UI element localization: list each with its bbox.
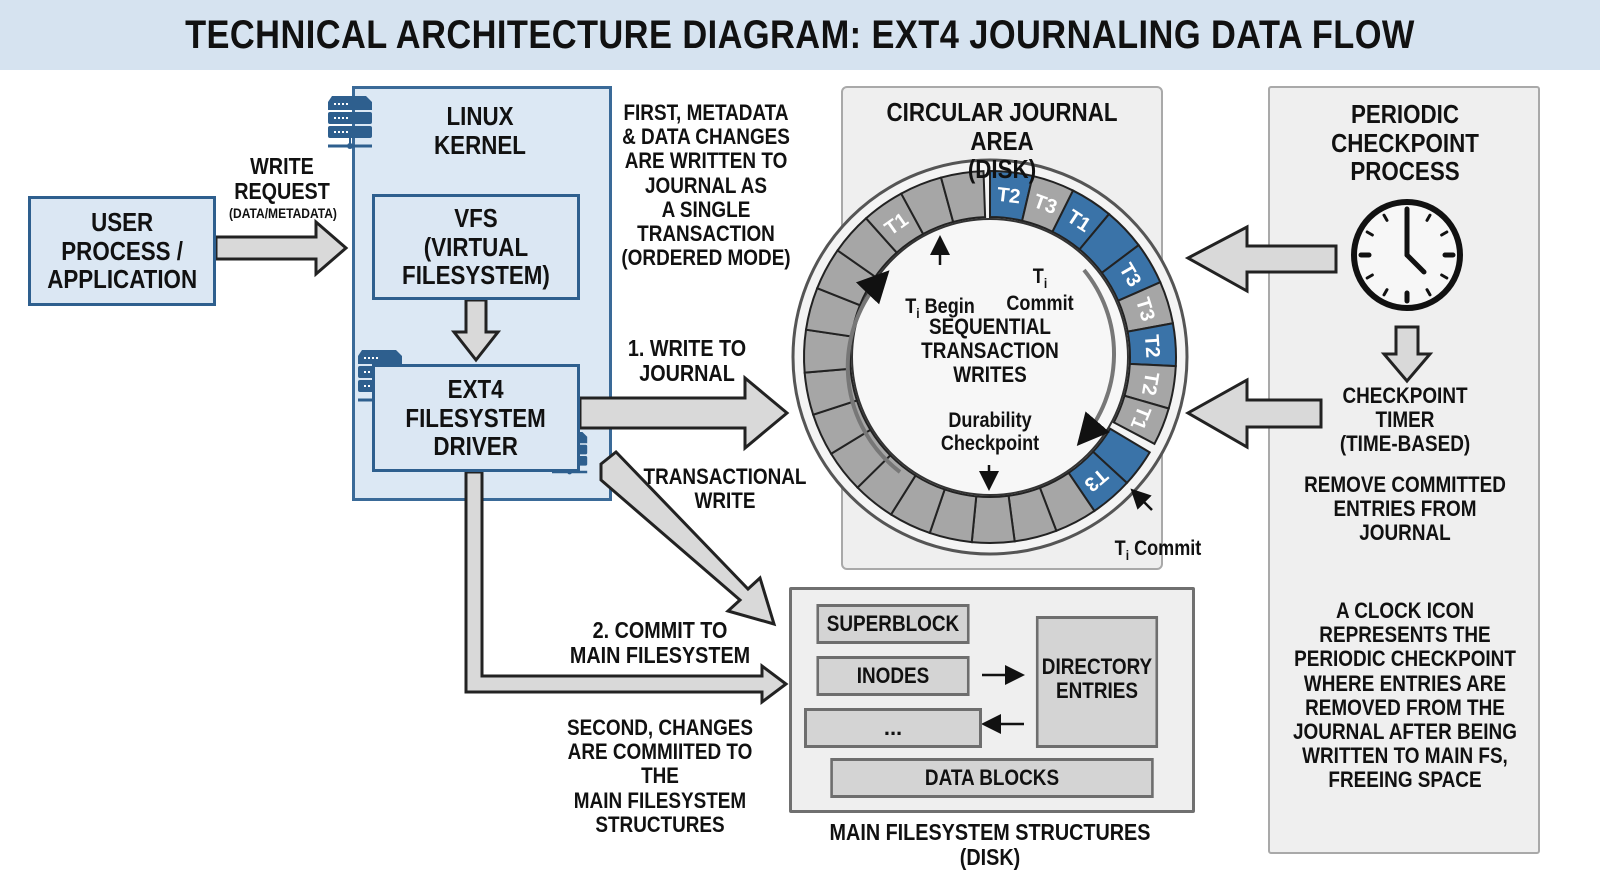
flow-arc-right xyxy=(1076,268,1117,447)
inodes-box: INODES xyxy=(816,656,970,696)
ext4-driver-label: EXT4 FILESYSTEM DRIVER xyxy=(405,374,547,462)
clock-tick xyxy=(1365,230,1374,237)
flow-arc-left xyxy=(845,270,902,474)
clock-tick xyxy=(1365,273,1374,280)
journal-ring-inner xyxy=(851,218,1129,496)
directory-entries-box: DIRECTORY ENTRIES xyxy=(1035,616,1159,748)
diagram-title: TECHNICAL ARCHITECTURE DIAGRAM: EXT4 JOU… xyxy=(185,12,1415,57)
linux-kernel-label: LINUX KERNEL xyxy=(434,101,526,160)
vfs-to-driver-arrow xyxy=(450,298,502,363)
journal-segment xyxy=(939,170,987,224)
write-to-journal-arrow xyxy=(578,374,790,452)
durability-checkpoint-label: Durability Checkpoint xyxy=(940,409,1040,456)
data-blocks-box: DATA BLOCKS xyxy=(830,758,1154,798)
clock-tick xyxy=(1382,288,1389,297)
clock-tick xyxy=(1425,213,1432,222)
first-note: FIRST, METADATA & DATA CHANGES ARE WRITT… xyxy=(621,100,791,271)
timer-to-journal-arrow xyxy=(1184,377,1323,450)
main-fs-caption: MAIN FILESYSTEM STRUCTURES (DISK) xyxy=(829,819,1151,871)
write-request-arrow xyxy=(214,218,349,278)
clock-tick xyxy=(1440,230,1449,237)
ti-base: T xyxy=(1114,537,1126,561)
ti-sub: i xyxy=(1125,547,1130,564)
outer-commit-text: Commit xyxy=(1134,537,1202,561)
journal-segment xyxy=(970,494,1016,544)
commit-main-label: 2. COMMIT TO MAIN FILESYSTEM xyxy=(569,617,751,669)
ti-sub: i xyxy=(916,305,920,322)
user-process-box: USER PROCESS / APPLICATION xyxy=(28,196,216,306)
transactional-write-arrow xyxy=(599,449,777,627)
user-process-label: USER PROCESS / APPLICATION xyxy=(47,207,197,295)
ti-base: T xyxy=(905,295,917,319)
title-bar: TECHNICAL ARCHITECTURE DIAGRAM: EXT4 JOU… xyxy=(0,0,1600,70)
commit-to-main-arrow xyxy=(464,470,789,705)
journal-segment-label: T2 xyxy=(1137,370,1163,397)
checkpoint-title: PERIODIC CHECKPOINT PROCESS xyxy=(1331,99,1479,187)
clock-tick xyxy=(1382,213,1389,222)
clock-to-timer-arrow xyxy=(1380,325,1434,384)
vfs-box: VFS (VIRTUAL FILESYSTEM) xyxy=(372,194,580,300)
ti-begin-label: Ti Begin xyxy=(901,272,978,322)
journal-segment-label: T2 xyxy=(1140,334,1164,359)
ellipsis-box: ... xyxy=(804,708,982,748)
checkpoint-note: A CLOCK ICON REPRESENTS THE PERIODIC CHE… xyxy=(1293,598,1517,793)
ti-base: T xyxy=(1032,265,1044,289)
write-request-label: WRITE REQUEST xyxy=(234,153,330,205)
ti-outer-commit-label: Ti Commit xyxy=(1106,514,1209,564)
second-note: SECOND, CHANGES ARE COMMIITED TO THE MAI… xyxy=(566,715,754,837)
ti-sub: i xyxy=(1043,275,1048,292)
commit-text: Commit xyxy=(1006,291,1074,315)
journal-center-label: SEQUENTIAL TRANSACTION WRITES xyxy=(921,314,1059,388)
journal-title: CIRCULAR JOURNAL AREA (DISK) xyxy=(886,97,1118,185)
checkpoint-timer-label: CHECKPOINT TIMER (TIME-BASED) xyxy=(1339,383,1471,457)
begin-text: Begin xyxy=(924,295,975,319)
write-request-sublabel: (DATA/METADATA) xyxy=(229,205,337,221)
vfs-label: VFS (VIRTUAL FILESYSTEM) xyxy=(402,203,550,291)
write-to-journal-label: 1. WRITE TO JOURNAL xyxy=(627,335,747,387)
ext4-driver-box: EXT4 FILESYSTEM DRIVER xyxy=(372,364,580,472)
server-icon xyxy=(328,96,372,149)
superblock-box: SUPERBLOCK xyxy=(816,604,970,644)
clock-tick xyxy=(1440,273,1449,280)
remove-entries-label: REMOVE COMMITTED ENTRIES FROM JOURNAL xyxy=(1304,472,1506,546)
clock-to-journal-arrow xyxy=(1184,224,1338,294)
clock-tick xyxy=(1425,288,1432,297)
journal-segment xyxy=(1112,394,1170,446)
transactional-write-label: TRANSACTIONAL WRITE xyxy=(643,464,807,514)
clock-icon xyxy=(1351,199,1463,311)
commit-pointer-icon xyxy=(1130,488,1153,511)
journal-segment-label: T2 xyxy=(996,184,1022,209)
